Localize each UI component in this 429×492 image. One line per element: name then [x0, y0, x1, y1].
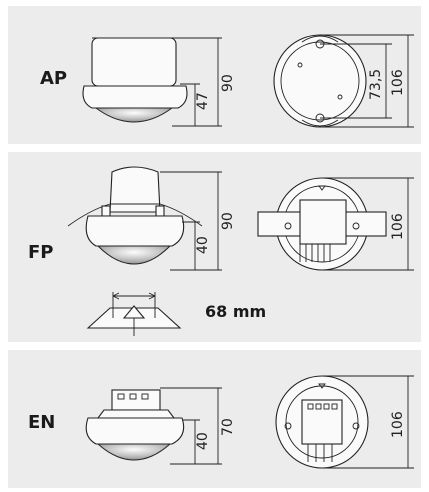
fp-side-view — [67, 166, 222, 271]
fp-top-view — [257, 177, 414, 271]
label-fp: FP — [28, 242, 54, 263]
fp-cutout-drawing — [86, 292, 182, 336]
ap-dim-47: 47 — [195, 92, 211, 110]
en-top-view — [275, 375, 414, 469]
fp-dim-106: 106 — [390, 213, 406, 240]
label-en: EN — [28, 412, 56, 433]
en-dim-106: 106 — [390, 411, 406, 438]
ap-dim-106: 106 — [390, 69, 406, 96]
cutout-label: 68 mm — [205, 302, 267, 321]
en-dim-40: 40 — [195, 432, 211, 450]
ap-dim-90: 90 — [220, 74, 236, 92]
ap-dim-73-5: 73,5 — [368, 69, 384, 100]
label-ap: AP — [40, 68, 68, 89]
fp-dim-40: 40 — [195, 236, 211, 254]
fp-dim-90: 90 — [220, 212, 236, 230]
ap-top-view — [273, 34, 414, 128]
en-side-view — [85, 387, 222, 465]
ap-side-view — [82, 37, 222, 127]
en-dim-70: 70 — [220, 418, 236, 436]
